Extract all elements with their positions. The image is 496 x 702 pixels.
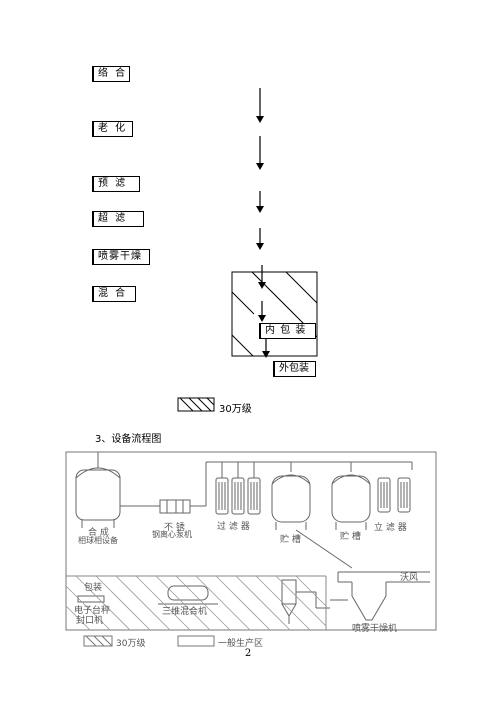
pump-label-2: 钢离心泵机	[152, 530, 192, 539]
step-prefilter: 预 滤	[92, 176, 140, 192]
pump-label-1: 不 锈	[164, 523, 185, 533]
legend-clean-zone: 30万级	[116, 639, 146, 649]
step-mixing: 混 合	[92, 286, 136, 302]
inner-packaging: 内 包 装	[259, 323, 316, 339]
reactor-label-2: 相球相设备	[78, 536, 118, 545]
mixer-label: 三维混合机	[162, 607, 208, 617]
step-spray-drying: 喷雾干燥	[92, 249, 150, 265]
tank1-label: 贮 槽	[280, 535, 301, 545]
flow-arrows	[177, 88, 318, 412]
ultrafilter-label: 立 滤 器	[374, 523, 407, 533]
reactor-label-1: 合 成	[88, 528, 109, 538]
outer-packaging: 外包装	[273, 361, 316, 377]
section-heading: 3、设备流程图	[95, 434, 162, 445]
scale-label-1: 电子台秤	[74, 606, 111, 616]
packing-label: 包装	[84, 583, 103, 593]
page-number: 2	[244, 648, 252, 659]
scale-label-2: 封口机	[76, 616, 104, 626]
legend-clean-zone-label: 30万级	[219, 404, 252, 415]
dryer-label: 喷雾干燥机	[352, 624, 398, 634]
legend-general-zone: 一般生产区	[218, 639, 264, 649]
tank2-label: 贮 槽	[340, 532, 361, 542]
filter-label: 过 滤 器	[217, 522, 250, 532]
step-ultrafilter: 超 滤	[92, 211, 144, 227]
step-complexation: 络 合	[92, 66, 130, 82]
wind-label: 沃风	[400, 573, 419, 583]
step-aging: 老 化	[92, 121, 133, 137]
